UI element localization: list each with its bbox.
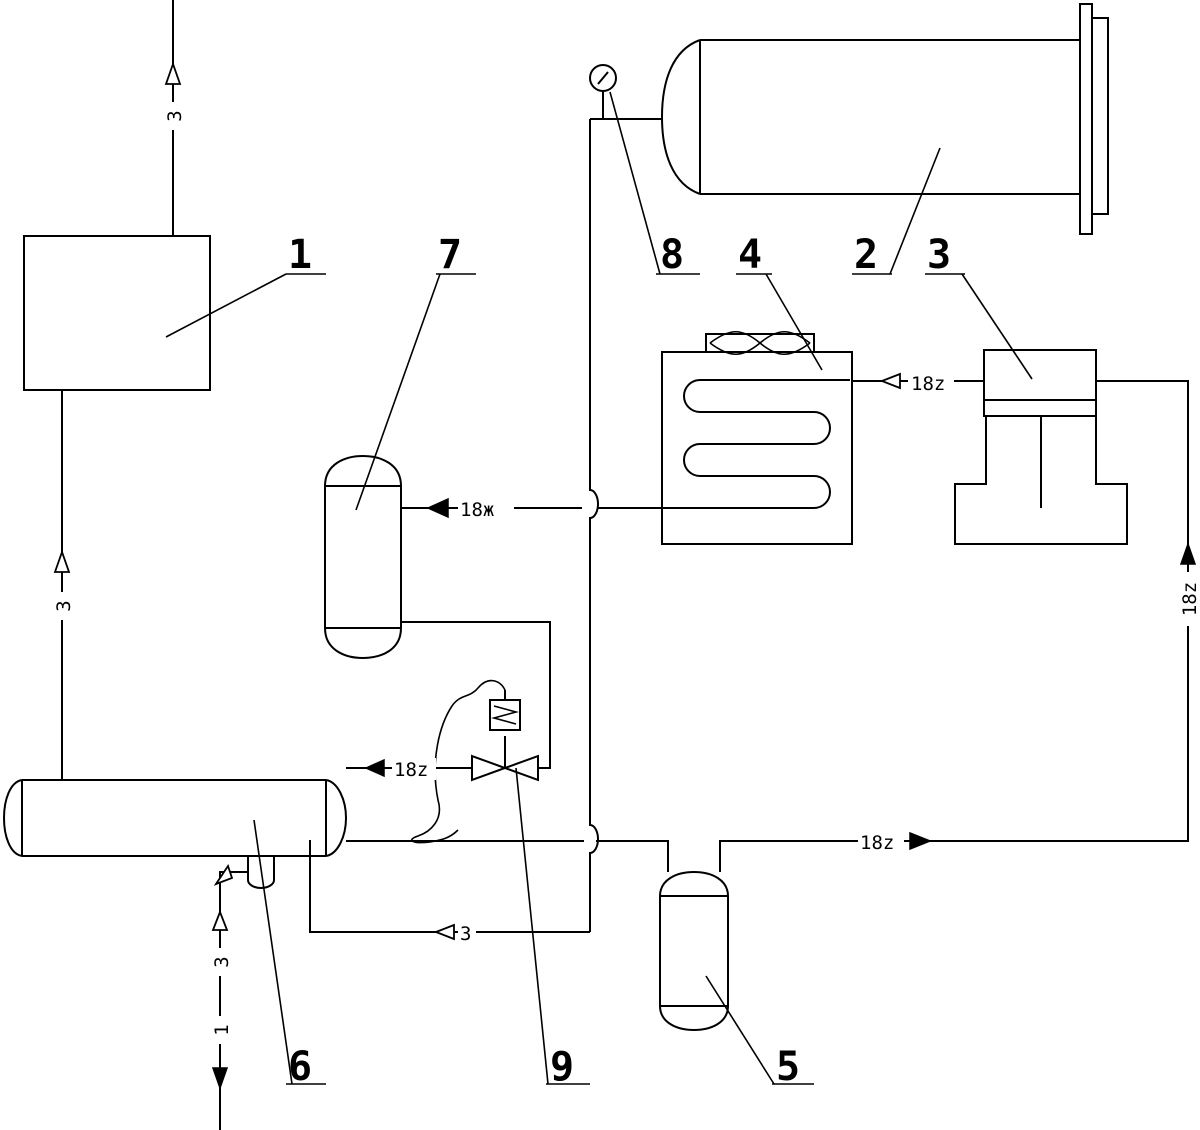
flow-label-return-right: 18z [860,832,894,854]
callout-leaders [165,91,1033,1085]
arrow-bottom-return [433,923,455,941]
arrow-bottom-inlet-corner [213,863,234,886]
pipe-vessel-bottom-return [309,840,590,933]
arrow-compressor-suction [1179,541,1197,565]
arrow-bottom-inlet-down [211,1067,229,1091]
flow-label-compressor-suction: 18z [1179,582,1200,616]
callout-5: 5 [776,1044,800,1090]
component-2-cylinder [660,3,1109,235]
arrow-top-outlet [164,61,182,85]
arrow-condenser-in [879,372,901,390]
flow-label-bottom-in-upper: 3 [211,956,233,967]
pipe-main-riser [589,119,599,932]
callout-6: 6 [288,1044,312,1090]
component-1-box [23,235,211,391]
flow-label-left-up: 3 [53,600,75,611]
component-3-compressor [954,349,1128,545]
component-5-separator [659,870,729,1032]
component-8-gauge [589,64,617,119]
component-4-condenser [598,330,853,545]
flow-label-valve-to-vessel: 18z [394,759,428,781]
flow-label-top-out: 3 [164,110,186,121]
component-6-vessel [2,779,348,889]
flow-label-condenser-in: 18z [911,373,945,395]
flow-label-bottom-return: 3 [460,923,471,945]
callout-1: 1 [288,232,312,278]
pipe-compressor-suction [719,380,1189,872]
arrow-bottom-inlet-upper [211,909,229,931]
pipe-bottom-inlet [219,871,248,1130]
arrow-return-right [909,831,933,851]
flow-label-bottom-in-lower: 1 [211,1024,233,1035]
arrow-evap-to-receiver [426,497,449,519]
pipe-receiver-to-valve [401,621,551,769]
callout-4: 4 [738,232,762,278]
arrow-valve-to-vessel [364,758,385,778]
pipe-separator-left [596,840,669,872]
component-9-valve [410,679,539,844]
callout-2: 2 [854,232,878,278]
callout-3: 3 [927,232,951,278]
flow-label-evap-to-receiver: 18ж [460,499,494,521]
callout-9: 9 [550,1044,574,1090]
arrow-left-riser [53,549,71,573]
callout-7: 7 [438,232,462,278]
component-7-receiver [324,454,402,660]
callout-8: 8 [660,232,684,278]
